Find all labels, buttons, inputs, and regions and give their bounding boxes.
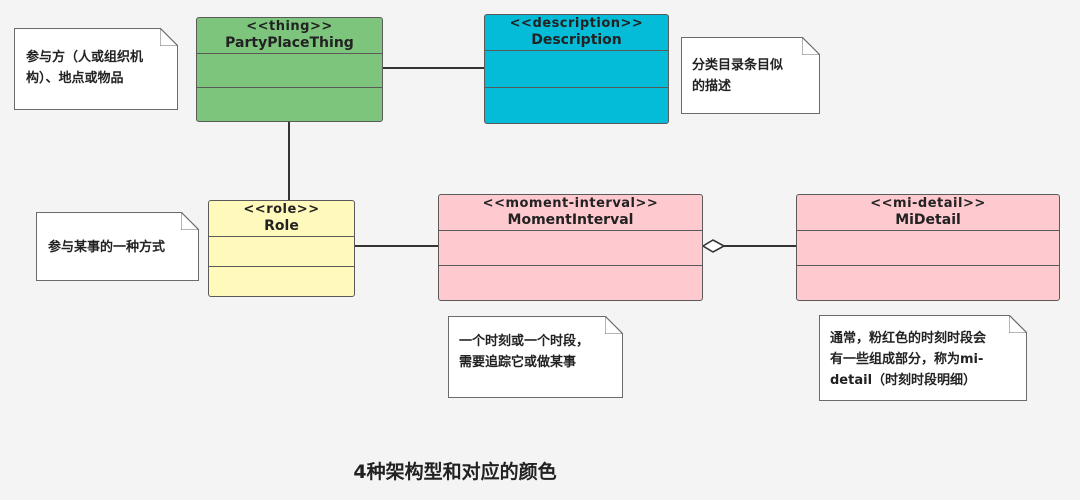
note-text: 一个时刻或一个时段， 需要追踪它或做某事 — [459, 334, 590, 370]
class-midetail[interactable]: <<mi-detail>> MiDetail — [796, 194, 1060, 301]
class-name: Description — [531, 32, 622, 48]
note-fold-icon — [160, 28, 178, 46]
operations-section — [197, 87, 382, 121]
class-description[interactable]: <<description>> Description — [484, 14, 669, 124]
note-fold-icon — [181, 212, 199, 230]
note-text: 参与方（人或组织机 构）、地点或物品 — [26, 50, 144, 86]
stereotype-label: <<thing>> — [246, 19, 333, 34]
class-momentinterval[interactable]: <<moment-interval>> MomentInterval — [438, 194, 703, 301]
attributes-section — [197, 54, 382, 87]
class-name: MiDetail — [895, 212, 961, 228]
stereotype-label: <<role>> — [243, 202, 320, 217]
class-role[interactable]: <<role>> Role — [208, 200, 355, 297]
class-header: <<moment-interval>> MomentInterval — [439, 195, 702, 231]
attributes-section — [797, 231, 1059, 265]
note-text: 分类目录条目似 的描述 — [692, 58, 784, 94]
aggregation-diamond — [701, 239, 726, 253]
class-header: <<role>> Role — [209, 201, 354, 237]
note-fold-icon — [605, 316, 623, 334]
note-fold-icon — [802, 37, 820, 55]
operations-section — [485, 86, 668, 124]
stereotype-label: <<description>> — [509, 16, 644, 31]
note-role[interactable]: 参与某事的一种方式 — [36, 212, 199, 281]
diagram-caption: 4种架构型和对应的颜色 — [353, 461, 557, 483]
operations-section — [439, 265, 702, 300]
stereotype-label: <<moment-interval>> — [482, 196, 659, 211]
attributes-section — [485, 51, 668, 87]
class-header: <<mi-detail>> MiDetail — [797, 195, 1059, 231]
class-name: MomentInterval — [507, 212, 634, 228]
class-name: Role — [264, 218, 299, 234]
note-thing[interactable]: 参与方（人或组织机 构）、地点或物品 — [14, 28, 178, 110]
class-header: <<thing>> PartyPlaceThing — [197, 18, 382, 54]
class-name: PartyPlaceThing — [225, 35, 354, 51]
note-midetail[interactable]: 通常，粉红色的时刻时段会 有一些组成部分，称为mi- detail（时刻时段明细… — [819, 315, 1027, 401]
note-momentinterval[interactable]: 一个时刻或一个时段， 需要追踪它或做某事 — [448, 316, 623, 398]
note-description[interactable]: 分类目录条目似 的描述 — [681, 37, 820, 114]
attributes-section — [439, 231, 702, 265]
note-fold-icon — [1009, 315, 1027, 333]
operations-section — [797, 265, 1059, 300]
attributes-section — [209, 237, 354, 266]
class-partyplacething[interactable]: <<thing>> PartyPlaceThing — [196, 17, 383, 122]
operations-section — [209, 266, 354, 296]
note-text: 参与某事的一种方式 — [48, 240, 166, 255]
note-text: 通常，粉红色的时刻时段会 有一些组成部分，称为mi- detail（时刻时段明细… — [830, 331, 987, 388]
stereotype-label: <<mi-detail>> — [870, 196, 986, 211]
class-header: <<description>> Description — [485, 15, 668, 51]
